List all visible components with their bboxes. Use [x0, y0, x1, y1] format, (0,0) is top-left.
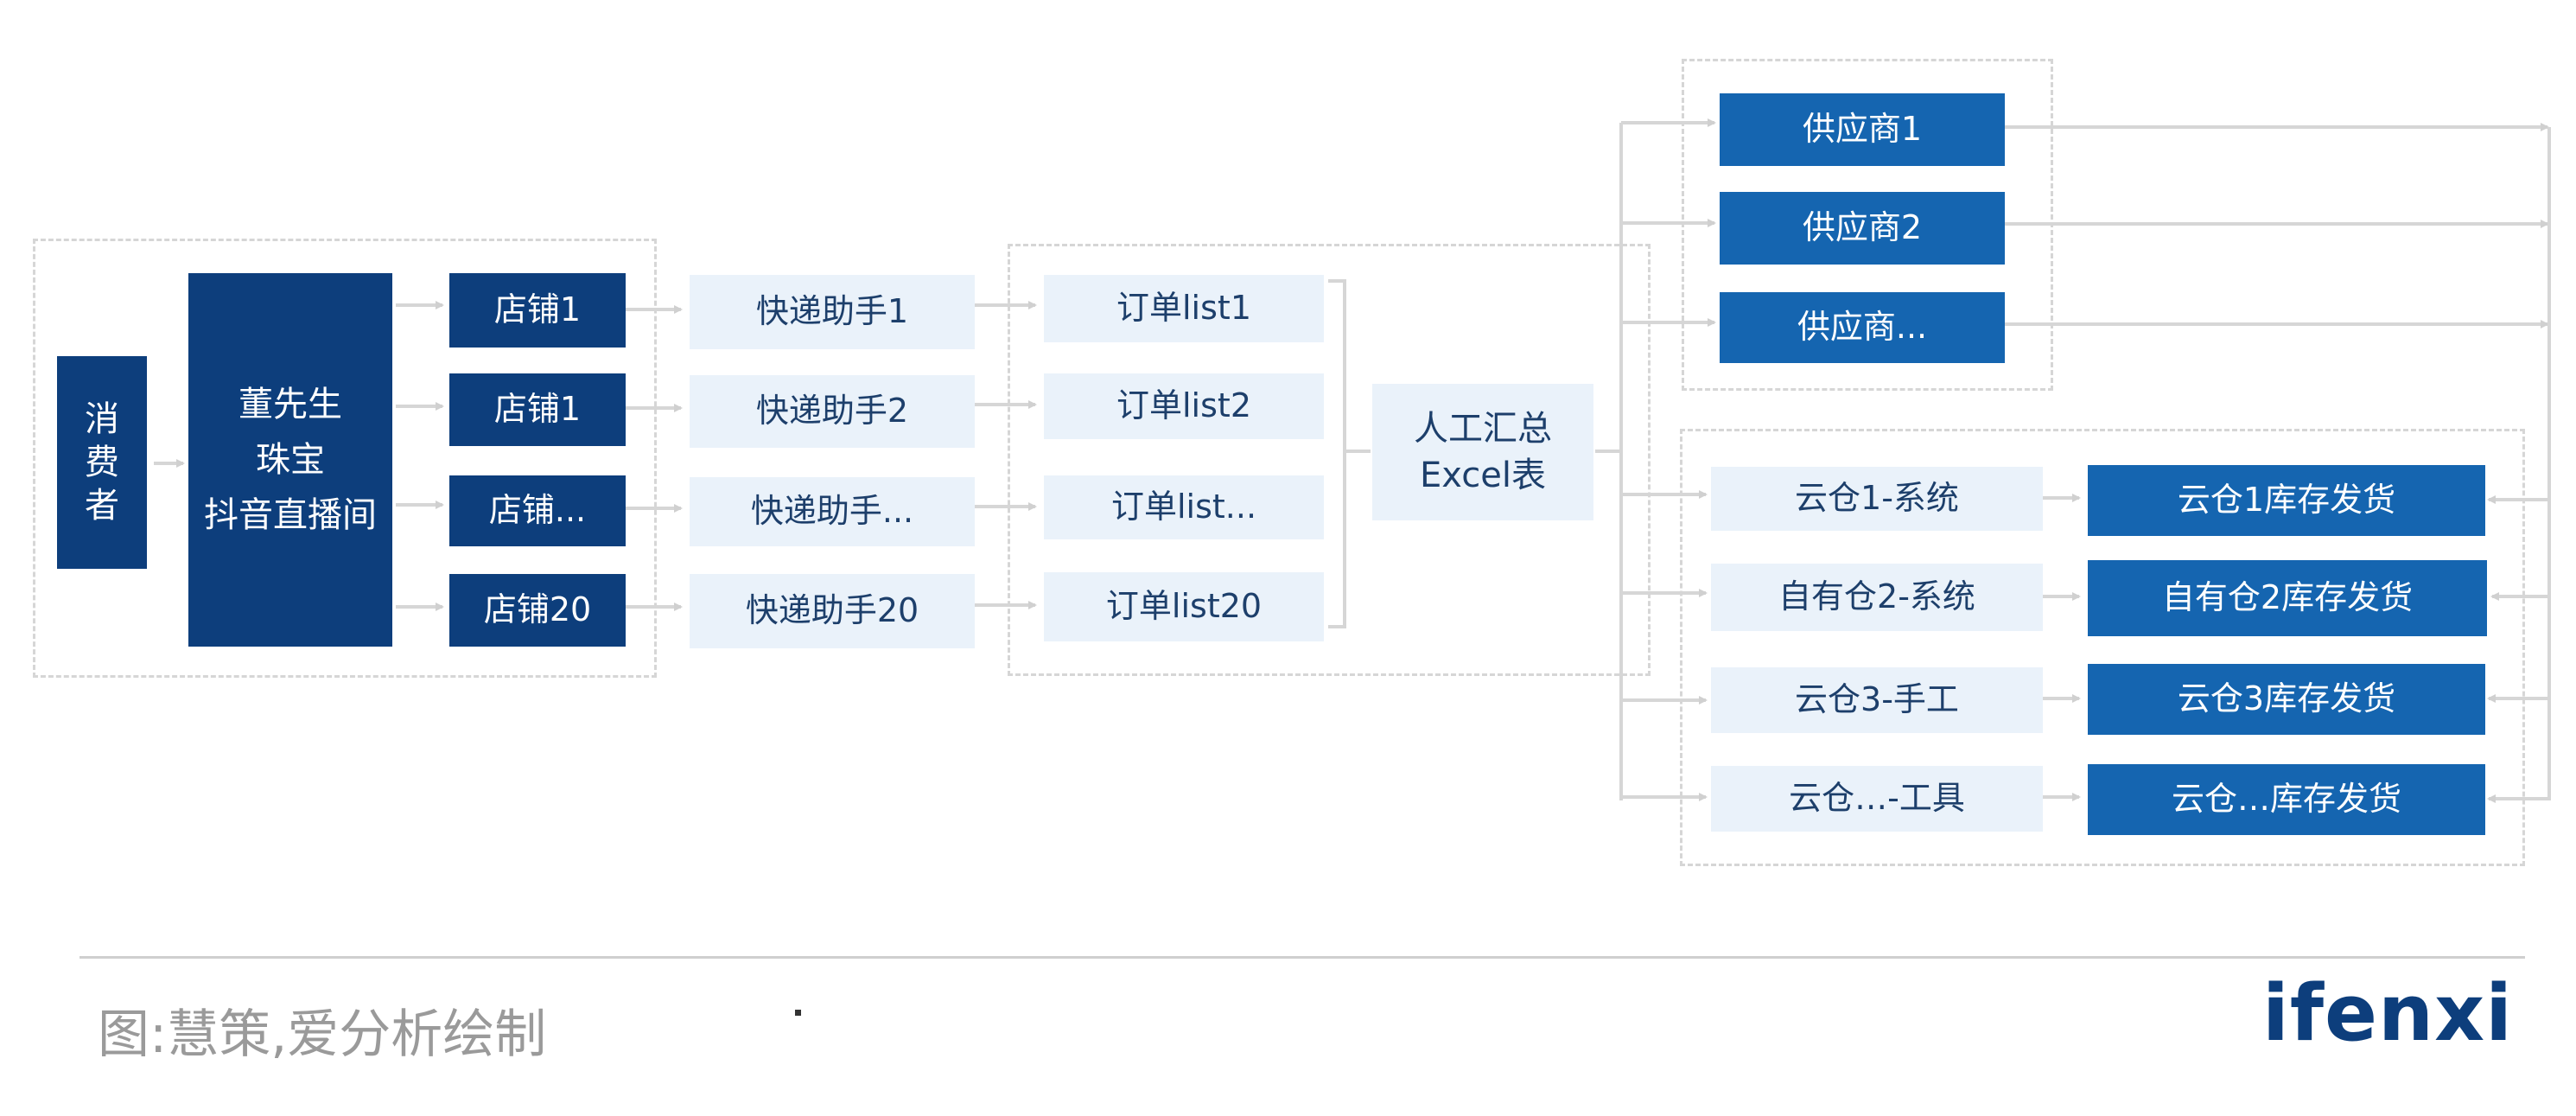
shipping-box-4: 云仓…库存发货 — [2088, 764, 2485, 835]
consumer-char-3: 者 — [85, 486, 119, 526]
shop-box-1: 店铺1 — [449, 273, 626, 348]
group-frame-warehouses — [1680, 429, 2525, 866]
shipping-box-3: 云仓3库存发货 — [2088, 664, 2485, 735]
group-frame-suppliers — [1682, 59, 2053, 391]
consumer-box: 消 费 者 — [57, 356, 147, 569]
helper-box-2: 快递助手2 — [690, 375, 975, 448]
group-frame-storefront — [33, 239, 657, 678]
warehouse-box-4: 云仓…-工具 — [1711, 766, 2043, 832]
shop-box-4: 店铺20 — [449, 574, 626, 647]
helper-box-3: 快递助手... — [690, 477, 975, 546]
stray-dot — [795, 1010, 801, 1016]
warehouse-box-1: 云仓1-系统 — [1711, 467, 2043, 531]
supplier-box-2: 供应商2 — [1720, 192, 2005, 265]
group-frame-orders — [1008, 244, 1651, 676]
ifenxi-logo: ifenxi — [2262, 968, 2514, 1059]
footer-divider — [80, 956, 2525, 959]
supplier-box-1: 供应商1 — [1720, 93, 2005, 166]
shipping-box-1: 云仓1库存发货 — [2088, 465, 2485, 536]
order-bracket — [1328, 279, 1346, 628]
warehouse-box-3: 云仓3-手工 — [1711, 667, 2043, 733]
warehouse-box-2: 自有仓2-系统 — [1711, 564, 2043, 631]
consumer-char-1: 消 — [85, 399, 119, 439]
order-list-box-3: 订单list... — [1044, 475, 1324, 539]
livestream-room-box: 董先生 珠宝 抖音直播间 — [188, 273, 392, 647]
shipping-box-2: 自有仓2库存发货 — [2088, 560, 2487, 636]
supplier-box-3: 供应商... — [1720, 292, 2005, 363]
manual-summary-box: 人工汇总 Excel表 — [1372, 384, 1593, 520]
figure-caption: 图:慧策,爱分析绘制 — [98, 1004, 547, 1065]
consumer-char-2: 费 — [85, 443, 119, 482]
order-list-box-4: 订单list20 — [1044, 572, 1324, 641]
order-list-box-1: 订单list1 — [1044, 275, 1324, 342]
order-list-box-2: 订单list2 — [1044, 373, 1324, 439]
helper-box-1: 快递助手1 — [690, 275, 975, 349]
shop-box-2: 店铺1 — [449, 373, 626, 446]
helper-box-4: 快递助手20 — [690, 574, 975, 648]
shop-box-3: 店铺... — [449, 475, 626, 546]
